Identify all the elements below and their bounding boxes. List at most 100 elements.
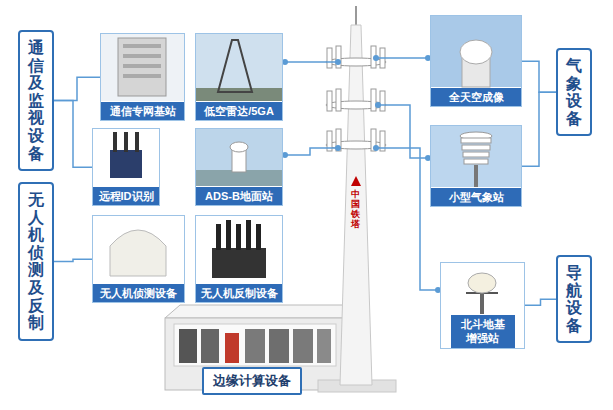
leader-dots (282, 55, 441, 293)
leader-line (378, 105, 430, 158)
antenna (135, 132, 139, 152)
device-caption: 北斗地基 增强站 (451, 315, 515, 348)
photo-base-station (100, 33, 185, 101)
device-caption: 小型气象站 (431, 188, 521, 206)
device-tile: 远程ID识别 (92, 128, 160, 206)
category-label: 气象设备 (556, 48, 592, 136)
antenna (216, 224, 221, 250)
photo-area (196, 34, 282, 102)
category-label: 无人机侦测及反制 (18, 182, 54, 341)
device-tile: 无人机侦测设备 (92, 215, 185, 303)
antenna-top (230, 142, 248, 152)
bracket-connector (522, 61, 556, 92)
antenna (226, 220, 231, 250)
photo-beidou (440, 262, 525, 314)
photo-sky (195, 33, 283, 101)
fin (123, 54, 161, 58)
leader-dot (375, 102, 381, 108)
leader-line (283, 148, 338, 155)
leader-line (376, 57, 430, 59)
rack (245, 329, 265, 363)
shield (463, 152, 489, 157)
leader-lines (283, 58, 440, 290)
shield (461, 138, 491, 143)
leader-dot (335, 145, 341, 151)
cabinet (225, 333, 239, 363)
bracket-connector (54, 101, 92, 168)
antenna (236, 224, 241, 250)
device-caption: 全天空成像 (431, 88, 521, 106)
photo-ads-b (195, 128, 283, 186)
fin (123, 74, 161, 78)
device-caption: 无人机反制设备 (196, 284, 282, 302)
photo-ground (100, 33, 185, 101)
brand-text: 中国铁塔 (351, 190, 360, 230)
category-label: 导航设备 (556, 255, 592, 343)
photo-ground (195, 88, 283, 101)
tower-logo (351, 176, 361, 186)
photo-area (101, 34, 184, 102)
mast (218, 40, 252, 92)
photo-ground (92, 215, 185, 283)
category-text: 导航设备 (566, 264, 582, 334)
device-caption: 通信专网基站 (101, 102, 184, 120)
shield (462, 145, 490, 150)
device-tile: 无人机反制设备 (195, 215, 283, 303)
gnss-dome (468, 273, 496, 293)
photo-weather-station (430, 125, 522, 187)
category-text: 气象设备 (566, 57, 582, 127)
photo-radar-5ga (195, 33, 283, 101)
fin (123, 64, 161, 68)
rack (269, 329, 289, 363)
rack (317, 329, 331, 363)
tower-brand-label: 中国铁塔 (351, 190, 360, 230)
device-caption: ADS-B地面站 (196, 187, 282, 205)
roof (165, 305, 360, 318)
device-caption: 低空雷达/5GA (196, 102, 282, 120)
pole (480, 290, 484, 314)
photo-jammer (195, 215, 283, 283)
compute-box: 边缘计算设备 (202, 367, 302, 395)
photo-area (431, 16, 521, 88)
bracket-connector (522, 92, 556, 166)
category-label: 通信及监视设备 (18, 30, 54, 171)
photo-sky (195, 128, 283, 186)
device-tile: 通信专网基站 (100, 33, 185, 121)
photo-area (196, 129, 282, 187)
pole (474, 165, 478, 187)
antenna (124, 132, 128, 152)
leader-dot (373, 145, 379, 151)
antenna-platform (326, 46, 386, 68)
antenna (113, 132, 117, 152)
antenna-platform (326, 89, 386, 111)
device (212, 248, 266, 278)
equipment-room (165, 305, 360, 390)
leader-line (283, 61, 338, 63)
rack (201, 329, 219, 363)
device-tile: 全天空成像 (430, 15, 522, 107)
device-caption: 远程ID识别 (93, 187, 159, 205)
wall (165, 318, 345, 390)
photo-area (431, 126, 521, 188)
antenna (256, 224, 261, 250)
device (110, 150, 142, 178)
bracket-connector (525, 299, 556, 305)
box-text: 边缘计算设备 (213, 372, 291, 390)
photo-remote-id (92, 128, 160, 186)
photo-sky (430, 15, 522, 87)
leader-dot (335, 59, 341, 65)
detector-dome (110, 230, 166, 276)
fin (123, 44, 161, 48)
bracket-connector (54, 77, 100, 100)
interior (174, 324, 336, 366)
device-tile: 低空雷达/5GA (195, 33, 283, 121)
photo-detector (92, 215, 185, 283)
photo-area (93, 129, 159, 187)
tower (318, 6, 396, 392)
photo-ground (440, 262, 525, 314)
imager-dome (460, 40, 492, 64)
device-tile: 北斗地基 增强站 (440, 262, 525, 349)
bracket-connector (54, 259, 92, 261)
